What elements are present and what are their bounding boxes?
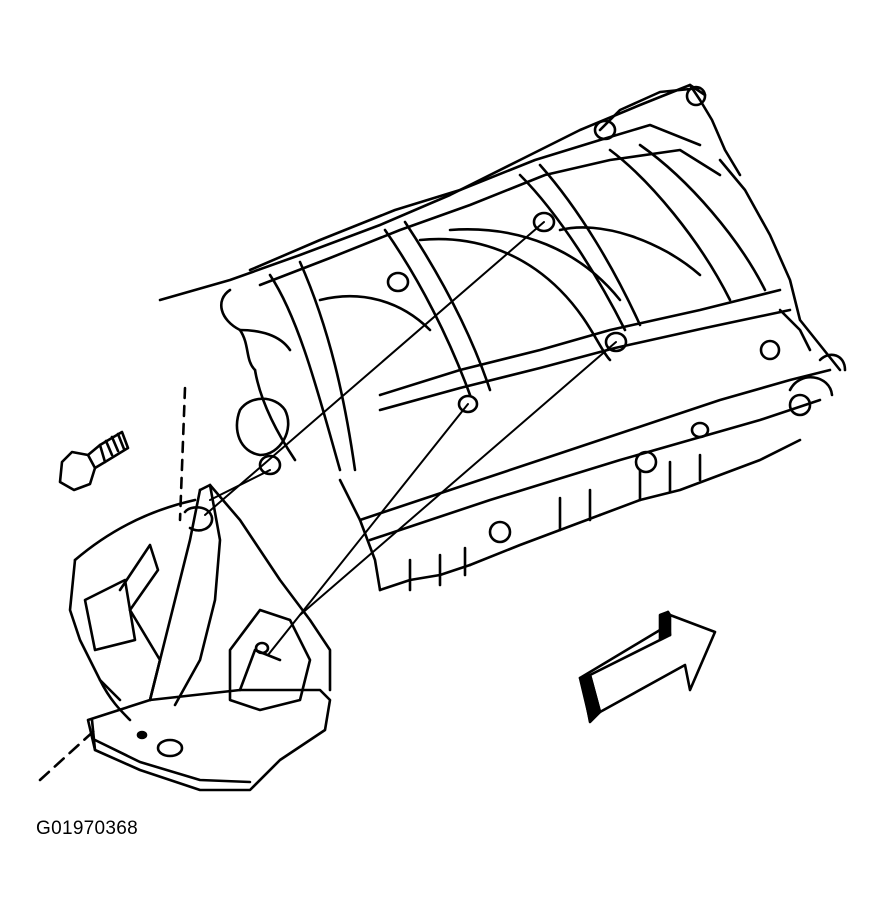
alignment-lines xyxy=(205,222,616,655)
direction-arrow-icon xyxy=(580,612,715,722)
bolt-path-dashed xyxy=(180,388,185,520)
engine-block xyxy=(160,85,845,590)
bracket-centerline-dashed xyxy=(40,730,95,780)
figure-id-label: G01970368 xyxy=(36,818,139,839)
block-bolt-holes xyxy=(260,87,810,542)
engine-mount-bracket xyxy=(70,485,330,790)
bolt-icon xyxy=(60,432,128,490)
